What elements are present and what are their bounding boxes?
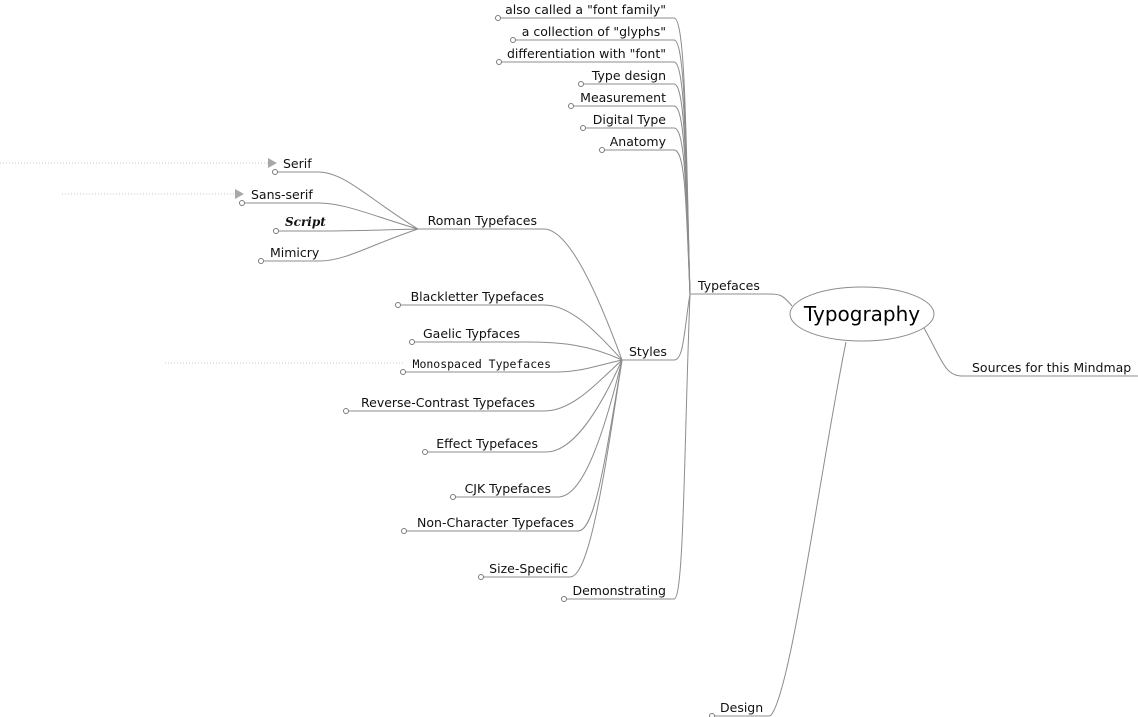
edge-styles-child	[569, 359, 623, 578]
edge-roman-child	[319, 228, 419, 232]
child-label: Measurement	[580, 90, 666, 105]
roman-child[interactable]: Serif	[0, 156, 419, 230]
edge-styles-child	[543, 359, 623, 412]
roman-child[interactable]: Mimicry	[258, 228, 419, 264]
typefaces-child[interactable]: differentiation with "font"	[496, 46, 691, 295]
fold-circle-icon[interactable]	[561, 596, 567, 602]
fold-circle-icon[interactable]	[400, 369, 406, 375]
child-label: Reverse-Contrast Typefaces	[361, 395, 535, 410]
child-label: Blackletter Typefaces	[411, 289, 544, 304]
edge-styles-child	[529, 341, 623, 361]
child-label: differentiation with "font"	[507, 46, 666, 61]
demonstrating-label: Demonstrating	[572, 583, 666, 598]
node-roman-typefaces[interactable]: Roman Typefaces	[418, 213, 623, 361]
fold-circle-icon[interactable]	[409, 339, 415, 345]
node-typefaces[interactable]: Typefaces	[690, 278, 793, 307]
node-demonstrating[interactable]: Demonstrating	[561, 293, 691, 602]
edge-typefaces-styles	[673, 293, 691, 361]
branch-sources[interactable]: Sources for this Mindmap	[923, 327, 1138, 377]
roman-child[interactable]: Script	[273, 215, 419, 234]
fold-circle-icon[interactable]	[478, 574, 484, 580]
design-fold-icon[interactable]	[709, 713, 715, 717]
styles-label: Styles	[629, 344, 667, 359]
styles-child[interactable]: Blackletter Typefaces	[395, 289, 623, 361]
root-node[interactable]: Typography	[789, 286, 935, 342]
child-label: Anatomy	[610, 134, 667, 149]
child-label: Script	[285, 215, 326, 229]
styles-child[interactable]: Reverse-Contrast Typefaces	[343, 359, 623, 414]
styles-child[interactable]: Gaelic Typfaces	[409, 326, 623, 361]
edge-styles-child	[543, 304, 623, 361]
fold-circle-icon[interactable]	[422, 449, 428, 455]
edge-roman-child	[319, 228, 419, 262]
fold-circle-icon[interactable]	[578, 81, 584, 87]
child-label: Mimicry	[270, 245, 320, 260]
fold-circle-icon[interactable]	[343, 408, 349, 414]
child-label: Monospaced Typefaces	[413, 357, 551, 371]
child-label: Effect Typefaces	[436, 436, 538, 451]
fold-circle-icon[interactable]	[495, 15, 501, 21]
edge-typefaces-child	[673, 17, 691, 295]
edge-root-sources	[923, 327, 963, 377]
roman-label: Roman Typefaces	[428, 213, 537, 228]
child-label: Digital Type	[593, 112, 667, 127]
edge-root-design	[769, 341, 847, 717]
node-styles[interactable]: Styles	[622, 293, 691, 361]
fold-circle-icon[interactable]	[258, 258, 264, 264]
child-label: a collection of "glyphs"	[522, 24, 666, 39]
typefaces-children: also called a "font family" a collection…	[495, 2, 691, 295]
styles-children: Roman Typefaces Blackletter Typefaces Ga…	[165, 213, 623, 580]
child-label: Type design	[591, 68, 666, 83]
child-label: Non-Character Typefaces	[417, 515, 574, 530]
child-label: also called a "font family"	[505, 2, 666, 17]
styles-child[interactable]: Effect Typefaces	[422, 359, 623, 455]
fold-circle-icon[interactable]	[568, 103, 574, 109]
typefaces-child[interactable]: Anatomy	[599, 134, 691, 295]
child-label: Serif	[283, 156, 312, 171]
edge-styles-child	[555, 359, 623, 373]
sources-label: Sources for this Mindmap	[972, 360, 1131, 375]
typefaces-child[interactable]: a collection of "glyphs"	[510, 24, 691, 295]
edge-typefaces-demonstrating	[673, 293, 691, 600]
design-label: Design	[720, 700, 763, 715]
styles-child[interactable]: Monospaced Typefaces	[165, 357, 623, 375]
edge-typefaces-child	[673, 149, 691, 295]
fold-circle-icon[interactable]	[273, 228, 279, 234]
roman-children: Serif Sans-serif Script Mimicry	[0, 156, 419, 264]
fold-circle-icon[interactable]	[239, 200, 245, 206]
fold-circle-icon[interactable]	[395, 302, 401, 308]
fold-circle-icon[interactable]	[272, 169, 278, 175]
child-label: Sans-serif	[251, 187, 313, 202]
child-label: Gaelic Typfaces	[423, 326, 520, 341]
roman-child[interactable]: Sans-serif	[62, 187, 419, 230]
edge-styles-roman	[543, 228, 623, 361]
edge-roman-child	[317, 202, 419, 230]
fold-circle-icon[interactable]	[580, 125, 586, 131]
typefaces-label: Typefaces	[697, 278, 760, 293]
root-node-label: Typography	[803, 302, 920, 326]
fold-circle-icon[interactable]	[510, 37, 516, 43]
edge-roman-child	[317, 171, 419, 230]
fold-circle-icon[interactable]	[401, 528, 407, 534]
fold-circle-icon[interactable]	[450, 494, 456, 500]
expand-triangle-icon[interactable]	[268, 158, 277, 168]
expand-triangle-icon[interactable]	[235, 189, 244, 199]
branch-design[interactable]: Design	[709, 341, 847, 717]
child-label: CJK Typefaces	[465, 481, 551, 496]
fold-circle-icon[interactable]	[599, 147, 605, 153]
child-label: Size-Specific	[489, 561, 568, 576]
edge-styles-child	[545, 359, 623, 453]
edge-styles-child	[557, 359, 623, 498]
edge-root-typefaces	[765, 293, 793, 307]
fold-circle-icon[interactable]	[496, 59, 502, 65]
root-node-outline	[789, 286, 935, 342]
styles-child[interactable]: CJK Typefaces	[450, 359, 623, 500]
styles-child[interactable]: Size-Specific	[478, 359, 623, 580]
